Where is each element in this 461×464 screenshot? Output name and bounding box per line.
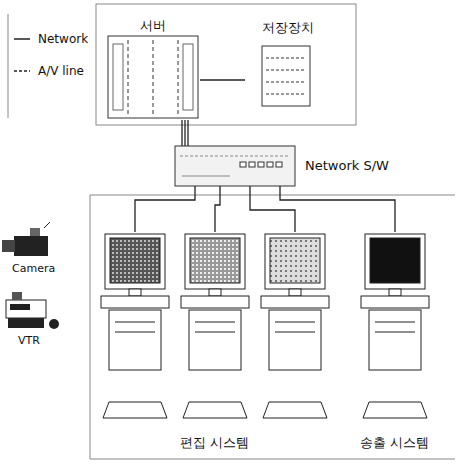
region-outline bbox=[90, 195, 455, 459]
device-label: Camera bbox=[12, 262, 55, 275]
network-line bbox=[280, 186, 395, 232]
storage-node: 저장장치 bbox=[245, 14, 330, 110]
network-line bbox=[215, 186, 220, 232]
legend-text: A/V line bbox=[38, 64, 84, 78]
network-line bbox=[200, 80, 245, 81]
legend-sample bbox=[14, 65, 30, 77]
region-outline bbox=[90, 195, 455, 196]
legend-row: A/V line bbox=[14, 62, 88, 80]
server-rack bbox=[108, 36, 198, 118]
node-label: 편집 시스템 bbox=[180, 435, 249, 451]
workstation bbox=[105, 234, 425, 289]
legend-text: Network bbox=[38, 32, 88, 46]
legend-sample bbox=[14, 33, 30, 45]
network-switch bbox=[175, 146, 295, 186]
switch-node: Network S/W bbox=[175, 146, 425, 186]
camera-icon bbox=[2, 222, 50, 256]
workstation-body bbox=[101, 289, 429, 418]
legend-row: Network bbox=[14, 30, 88, 48]
playout-system: 송출 시스템 bbox=[345, 232, 445, 457]
node-label: Network S/W bbox=[305, 158, 389, 174]
server-node: 서버 bbox=[105, 10, 200, 120]
legend-bracket bbox=[8, 14, 9, 118]
storage-device bbox=[262, 46, 310, 106]
legend: NetworkA/V line bbox=[14, 30, 88, 94]
editing-system: 편집 시스템 bbox=[95, 232, 335, 457]
device-label: VTR bbox=[18, 334, 40, 347]
node-label: 저장장치 bbox=[262, 20, 314, 36]
network-line bbox=[135, 186, 195, 232]
network-line bbox=[182, 120, 188, 146]
node-label: 송출 시스템 bbox=[360, 435, 429, 451]
vtr-icon bbox=[6, 292, 59, 329]
network-line bbox=[250, 186, 295, 232]
node-label: 서버 bbox=[140, 18, 166, 34]
server-room bbox=[96, 4, 356, 125]
